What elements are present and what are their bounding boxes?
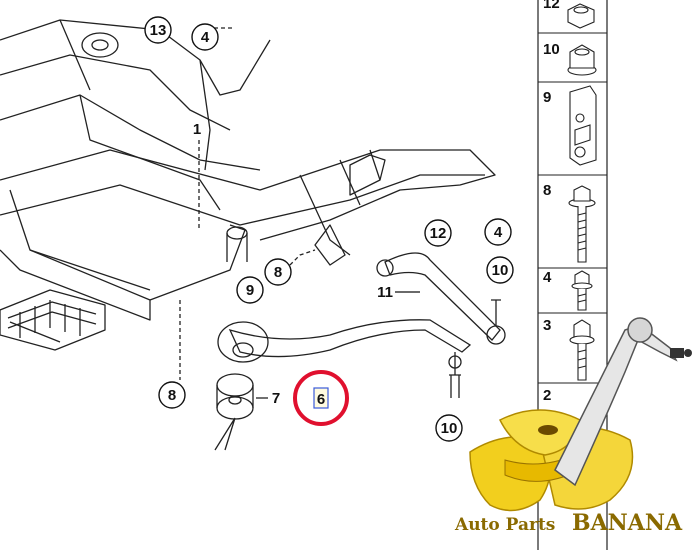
long-bolt-icon [569,319,595,381]
callout-10-right-label: 10 [492,262,509,279]
parts-list-label: 8 [543,182,551,199]
callout-10-bottom[interactable]: 10 [435,414,463,442]
callout-12-label: 12 [430,225,447,242]
flange-nut-icon [567,44,597,76]
callout-9[interactable]: 9 [236,276,264,304]
callout-13-label: 13 [150,22,167,39]
parts-list-label: 9 [543,89,551,106]
parts-list-item-3[interactable]: 3 [543,317,595,381]
callout-12[interactable]: 12 [424,219,452,247]
callout-4-top-label: 4 [201,29,210,46]
callout-9-label: 9 [246,282,254,299]
callout-6-highlight[interactable]: 6 [293,370,349,426]
parts-list-item-12[interactable]: 12 [543,0,595,29]
callout-10-bottom-label: 10 [441,420,458,437]
callout-6-label: 6 [317,391,325,408]
callout-7[interactable]: 7 [256,390,280,407]
callout-11[interactable]: 11 [377,284,420,301]
parts-list-label: 2 [543,387,551,404]
parts-list-item-4[interactable]: 4 [543,269,593,311]
short-bolt-icon [571,270,593,311]
watermark-text-a: Auto Parts [454,515,555,535]
callout-8-left-label: 8 [168,387,176,404]
callout-11-label: 11 [377,284,393,301]
parts-list-label: 3 [543,317,551,334]
parts-list-label: 4 [543,269,552,286]
callout-4-top[interactable]: 4 [191,23,219,51]
parts-list-item-10[interactable]: 10 [543,41,597,76]
callout-1[interactable]: 1 [193,121,201,138]
parts-list-label: 12 [543,0,560,12]
callout-8-mid-label: 8 [274,264,282,281]
parts-list-label: 10 [543,41,560,58]
callout-1-label: 1 [193,121,201,138]
thrust-arm [376,252,506,345]
banana-logo [469,409,634,512]
callout-7-label: 7 [272,390,280,407]
callout-13[interactable]: 13 [144,16,172,44]
callout-4-right[interactable]: 4 [484,218,512,246]
watermark-text: Auto Parts BANANA [454,510,683,536]
parts-list-item-8[interactable]: 8 [543,182,596,263]
callout-8-left[interactable]: 8 [158,381,186,409]
control-arm [214,319,472,451]
chrome-arm-logo [554,317,692,487]
callout-10-right[interactable]: 10 [486,256,514,284]
parts-list-item-2[interactable]: 2 [543,387,551,404]
callout-4-right-label: 4 [494,224,503,241]
flange-bolt-icon [568,185,596,263]
highlight-box [313,387,329,409]
subframe-drawing [0,19,496,380]
callout-8-mid[interactable]: 8 [264,258,292,286]
bracket-clip-icon [569,85,597,166]
watermark-text-b: BANANA [572,510,683,536]
parts-list-item-9[interactable]: 9 [543,85,597,166]
hex-nut-icon [567,3,595,29]
highlight-ring [293,370,349,426]
